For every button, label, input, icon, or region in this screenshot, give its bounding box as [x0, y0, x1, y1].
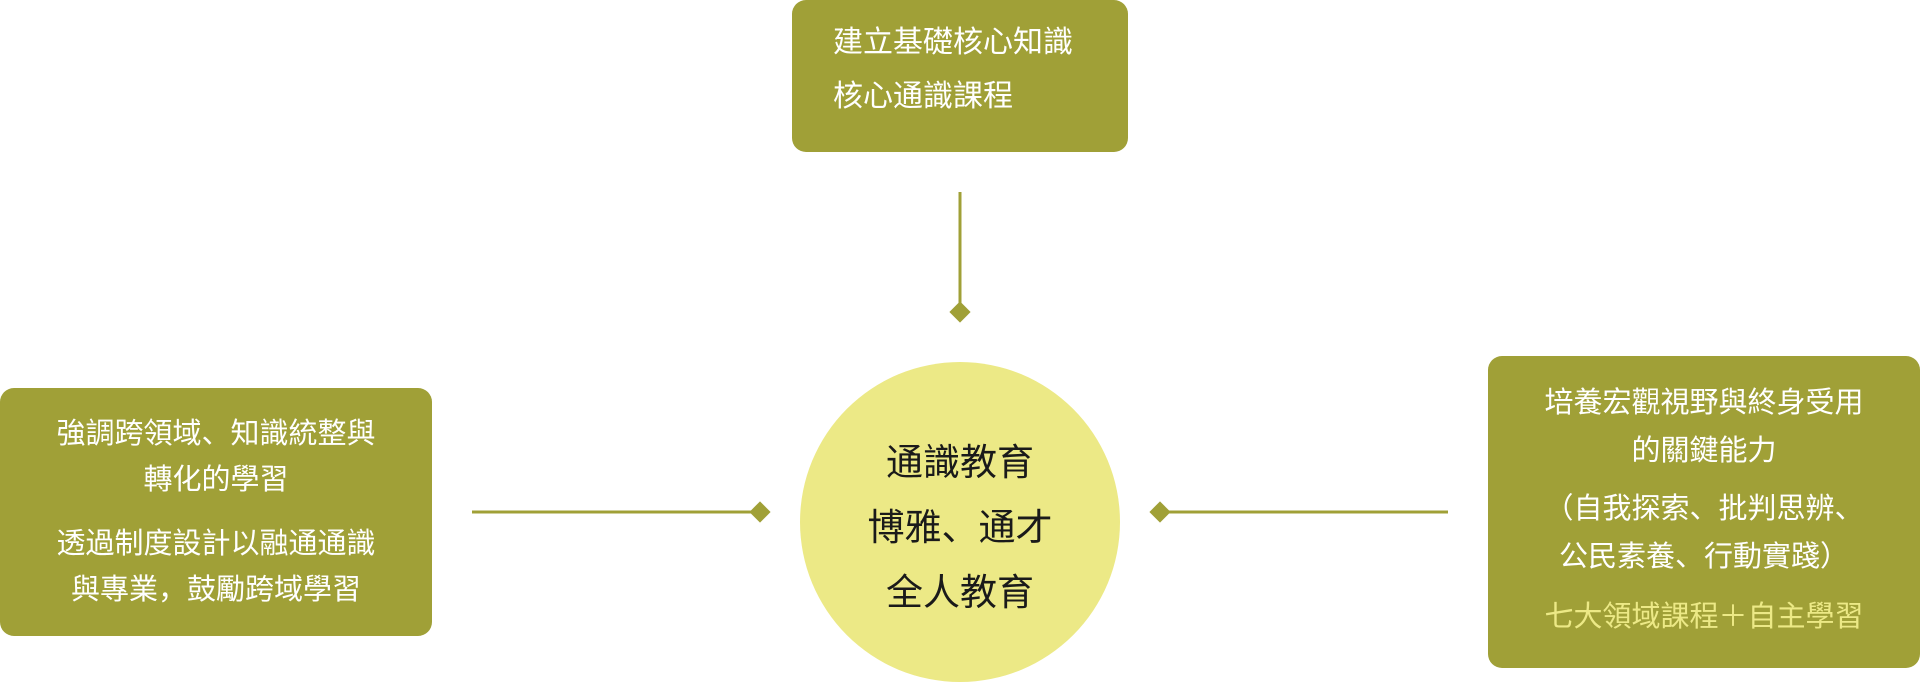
core-knowledge-box: 建立基礎核心知識 核心通識課程: [792, 0, 1128, 152]
key-abilities-line-2: 的關鍵能力: [1631, 433, 1777, 467]
cross-domain-line-1: 強調跨領域、知識統整與: [56, 416, 376, 450]
core-knowledge-subtitle: 核心通識課程: [833, 79, 1013, 114]
key-abilities-courses: 七大領域課程＋自主學習: [1544, 599, 1864, 633]
center-line-3: 全人教育: [886, 571, 1034, 614]
cross-domain-box: 強調跨領域、知識統整與 轉化的學習 透過制度設計以融通通識 與專業，鼓勵跨域學習: [0, 388, 432, 636]
cross-domain-line-2: 轉化的學習: [143, 462, 289, 496]
connector-right-diamond: [1149, 501, 1171, 523]
connector-top: [949, 192, 971, 323]
general-education-circle: 通識教育 博雅、通才 全人教育: [800, 362, 1120, 682]
cross-domain-line-3: 透過制度設計以融通通識: [56, 526, 376, 560]
key-abilities-box: 培養宏觀視野與終身受用 的關鍵能力 （自我探索、批判思辨、 公民素養、行動實踐）…: [1488, 356, 1920, 668]
key-abilities-line-1: 培養宏觀視野與終身受用: [1544, 385, 1864, 419]
connector-top-diamond: [949, 301, 971, 323]
center-line-1: 通識教育: [886, 441, 1034, 484]
key-abilities-line-3: （自我探索、批判思辨、: [1544, 491, 1864, 525]
key-abilities-line-4: 公民素養、行動實踐）: [1558, 539, 1849, 573]
core-knowledge-title: 建立基礎核心知識: [833, 25, 1073, 60]
center-line-2: 博雅、通才: [867, 506, 1053, 549]
connector-right: [1149, 501, 1448, 523]
cross-domain-line-4: 與專業，鼓勵跨域學習: [70, 572, 361, 606]
connector-left: [472, 501, 771, 523]
connector-left-diamond: [749, 501, 771, 523]
